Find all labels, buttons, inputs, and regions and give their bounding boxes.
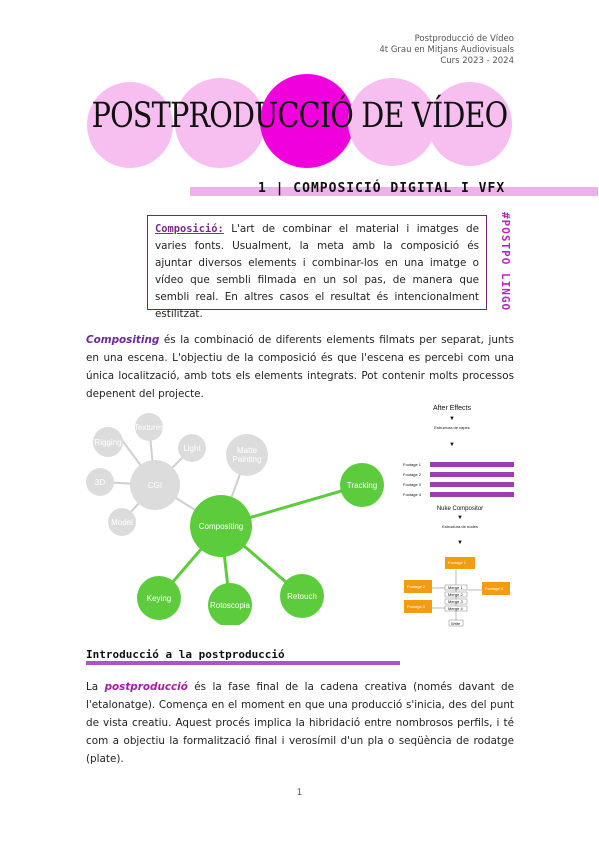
intro-underline: [86, 661, 400, 665]
ae-title: After Effects: [433, 405, 471, 412]
decor-circle-4: [348, 78, 436, 166]
node-model-label: Model: [111, 518, 133, 527]
node-3d-label: 3D: [95, 478, 105, 487]
nuke-title: Nuke Compositor: [437, 506, 483, 512]
footage-label-3: Footage 3: [403, 482, 422, 487]
node-cgi-label: CGI: [148, 481, 162, 490]
decor-circle-5: [428, 82, 512, 166]
definition-term: Composició:: [155, 223, 224, 235]
node-cgi: [130, 460, 180, 510]
node-compositing: [190, 495, 252, 557]
ae-label: Estructura de capes: [434, 425, 470, 430]
nuke-arrow-2: ▼: [457, 540, 463, 546]
merge-label-4: Merge 4: [448, 606, 463, 611]
merge-node-3: [444, 598, 468, 605]
ae-arrow-2: ▼: [449, 442, 455, 448]
footage-bar-2: [430, 472, 514, 477]
node-light-label: Light: [183, 444, 201, 453]
header-course: Postproducció de Vídeo: [414, 34, 514, 44]
definition-text: L'art de combinar el material i imatges …: [155, 223, 479, 320]
nuke-node-main-label: Footage 1: [448, 560, 467, 565]
page-number: 1: [296, 788, 303, 798]
ae-nuke-diagram: After Effects ▼ Estructura de capes ▼ Fo…: [403, 405, 514, 627]
page-title: POSTPRODUCCIÓ DE VÍDEO: [91, 96, 509, 136]
node-light: [178, 434, 206, 462]
node-compositing-label: Compositing: [199, 522, 243, 531]
node-keying: [137, 576, 181, 620]
intro-paragraph: La postproducció és la fase final de la …: [86, 678, 514, 768]
node-retouch: [280, 574, 324, 618]
footage-label-1: Footage 1: [403, 462, 422, 467]
footage-label-4: Footage 4: [403, 492, 422, 497]
intro-pre: La: [86, 681, 105, 693]
node-3d: [86, 468, 114, 496]
node-rotoscopia-label: Rotoscopia: [210, 601, 251, 610]
node-rigging-label: Rigging: [94, 438, 121, 447]
section-title: 1 | COMPOSICIÓ DIGITAL I VFX: [258, 181, 506, 196]
node-keying-label: Keying: [147, 594, 171, 603]
nuke-node-right: [482, 582, 510, 595]
compositing-paragraph: Compositing és la combinació de diferent…: [86, 331, 514, 403]
definition-box: Composició: L'art de combinar el materia…: [147, 215, 487, 320]
node-retouch-label: Retouch: [287, 592, 317, 601]
compositing-text: és la combinació de diferents elements f…: [86, 334, 514, 400]
section-underline: [190, 187, 598, 196]
node-rotoscopia: [208, 583, 252, 625]
merge-node-2: [444, 591, 468, 598]
node-textures-label: Textures: [134, 423, 164, 432]
nuke-arrow-1: ▼: [457, 515, 463, 521]
merge-node-4: [444, 605, 468, 612]
node-model: [108, 508, 136, 536]
footage-label-2: Footage 2: [403, 472, 422, 477]
nuke-label: Estructura de nodes: [442, 524, 478, 529]
header-year: Curs 2023 - 2024: [440, 56, 514, 66]
decor-circle-2: [175, 78, 265, 168]
intro-text: és la fase final de la cadena creativa (…: [86, 681, 514, 765]
ae-arrow-1: ▼: [449, 416, 455, 422]
intro-title: Introducció a la postproducció: [86, 648, 285, 661]
side-tag: #POSTPO LINGO: [499, 212, 512, 312]
footage-bar-4: [430, 492, 514, 497]
decor-circle-3: [260, 74, 354, 168]
footage-bar-3: [430, 482, 514, 487]
compositing-term: Compositing: [86, 334, 160, 346]
nuke-node-right-label: Footage 4: [485, 586, 504, 591]
nuke-node-left-1-label: Footage 2: [407, 584, 426, 589]
node-matte-painting: [226, 434, 268, 476]
merge-label-1: Merge 1: [448, 585, 463, 590]
footage-bar-1: [430, 462, 514, 467]
node-tracking: [340, 463, 384, 507]
nuke-node-left-1: [404, 580, 432, 593]
intro-term: postproducció: [104, 681, 188, 693]
nuke-node-left-2-label: Footage 3: [407, 604, 426, 609]
header-degree: 4t Grau en Mitjans Audiovisuals: [379, 45, 514, 55]
write-label: Write: [451, 621, 461, 626]
merge-label-3: Merge 3: [448, 599, 463, 604]
node-textures: [135, 413, 163, 441]
write-node: [448, 619, 464, 627]
node-rigging: [93, 427, 123, 457]
node-tracking-label: Tracking: [347, 481, 377, 490]
decor-circle-1: [87, 82, 173, 168]
header-meta: Postproducció de Vídeo 4t Grau en Mitjan…: [379, 34, 514, 67]
nuke-node-left-2: [404, 600, 432, 613]
nuke-node-main: [445, 557, 475, 569]
merge-node-1: [444, 584, 468, 591]
merge-label-2: Merge 2: [448, 592, 463, 597]
